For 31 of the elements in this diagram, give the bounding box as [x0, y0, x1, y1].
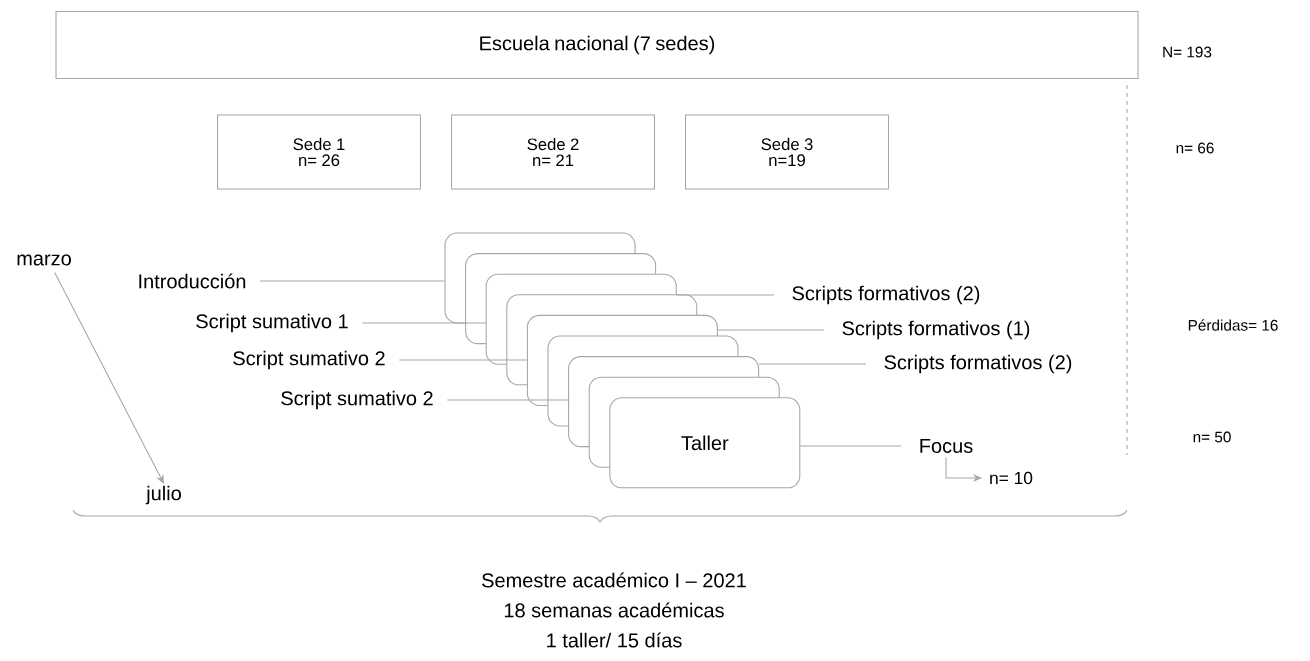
count-label: N= 193: [1163, 46, 1212, 58]
box: Sede 2 n= 21: [450, 114, 656, 190]
text-label: Script sumativo 1: [196, 313, 348, 333]
note-text: 1 taller/ 15 días: [547, 632, 682, 648]
note-text: 18 semanas académicas: [504, 602, 724, 618]
text-label: Scripts formativos (2): [792, 285, 980, 305]
text-label: Focus: [920, 439, 973, 453]
note-text: Semestre académico I – 2021: [482, 572, 746, 588]
text-label: Script sumativo 2: [233, 350, 385, 370]
count-label: n= 66: [1176, 142, 1214, 154]
box: Escuela nacional (7 sedes): [55, 10, 1139, 80]
text-label: Scripts formativos (2): [884, 354, 1072, 374]
leader-line: [398, 359, 528, 361]
box: Sede 1 n= 26: [216, 114, 422, 190]
count-label: n= 50: [1193, 431, 1231, 443]
box: Sede 3 n=19: [684, 114, 890, 190]
text-label: marzo: [17, 254, 71, 266]
text-label: Introducción: [139, 273, 246, 289]
leader-line: [799, 445, 902, 447]
rounded-card: Taller: [609, 397, 801, 489]
text-label: julio: [145, 485, 181, 505]
text-label: Scripts formativos (1): [842, 320, 1030, 340]
text-label: n= 10: [990, 471, 1033, 485]
leader-line: [676, 294, 775, 296]
leader-line: [259, 280, 445, 282]
text-label: Script sumativo 2: [281, 390, 433, 410]
leader-line: [758, 363, 867, 365]
count-label: Pérdidas= 16: [1188, 319, 1278, 331]
leader-line: [446, 399, 569, 401]
leader-line: [717, 329, 825, 331]
leader-line: [361, 322, 487, 324]
